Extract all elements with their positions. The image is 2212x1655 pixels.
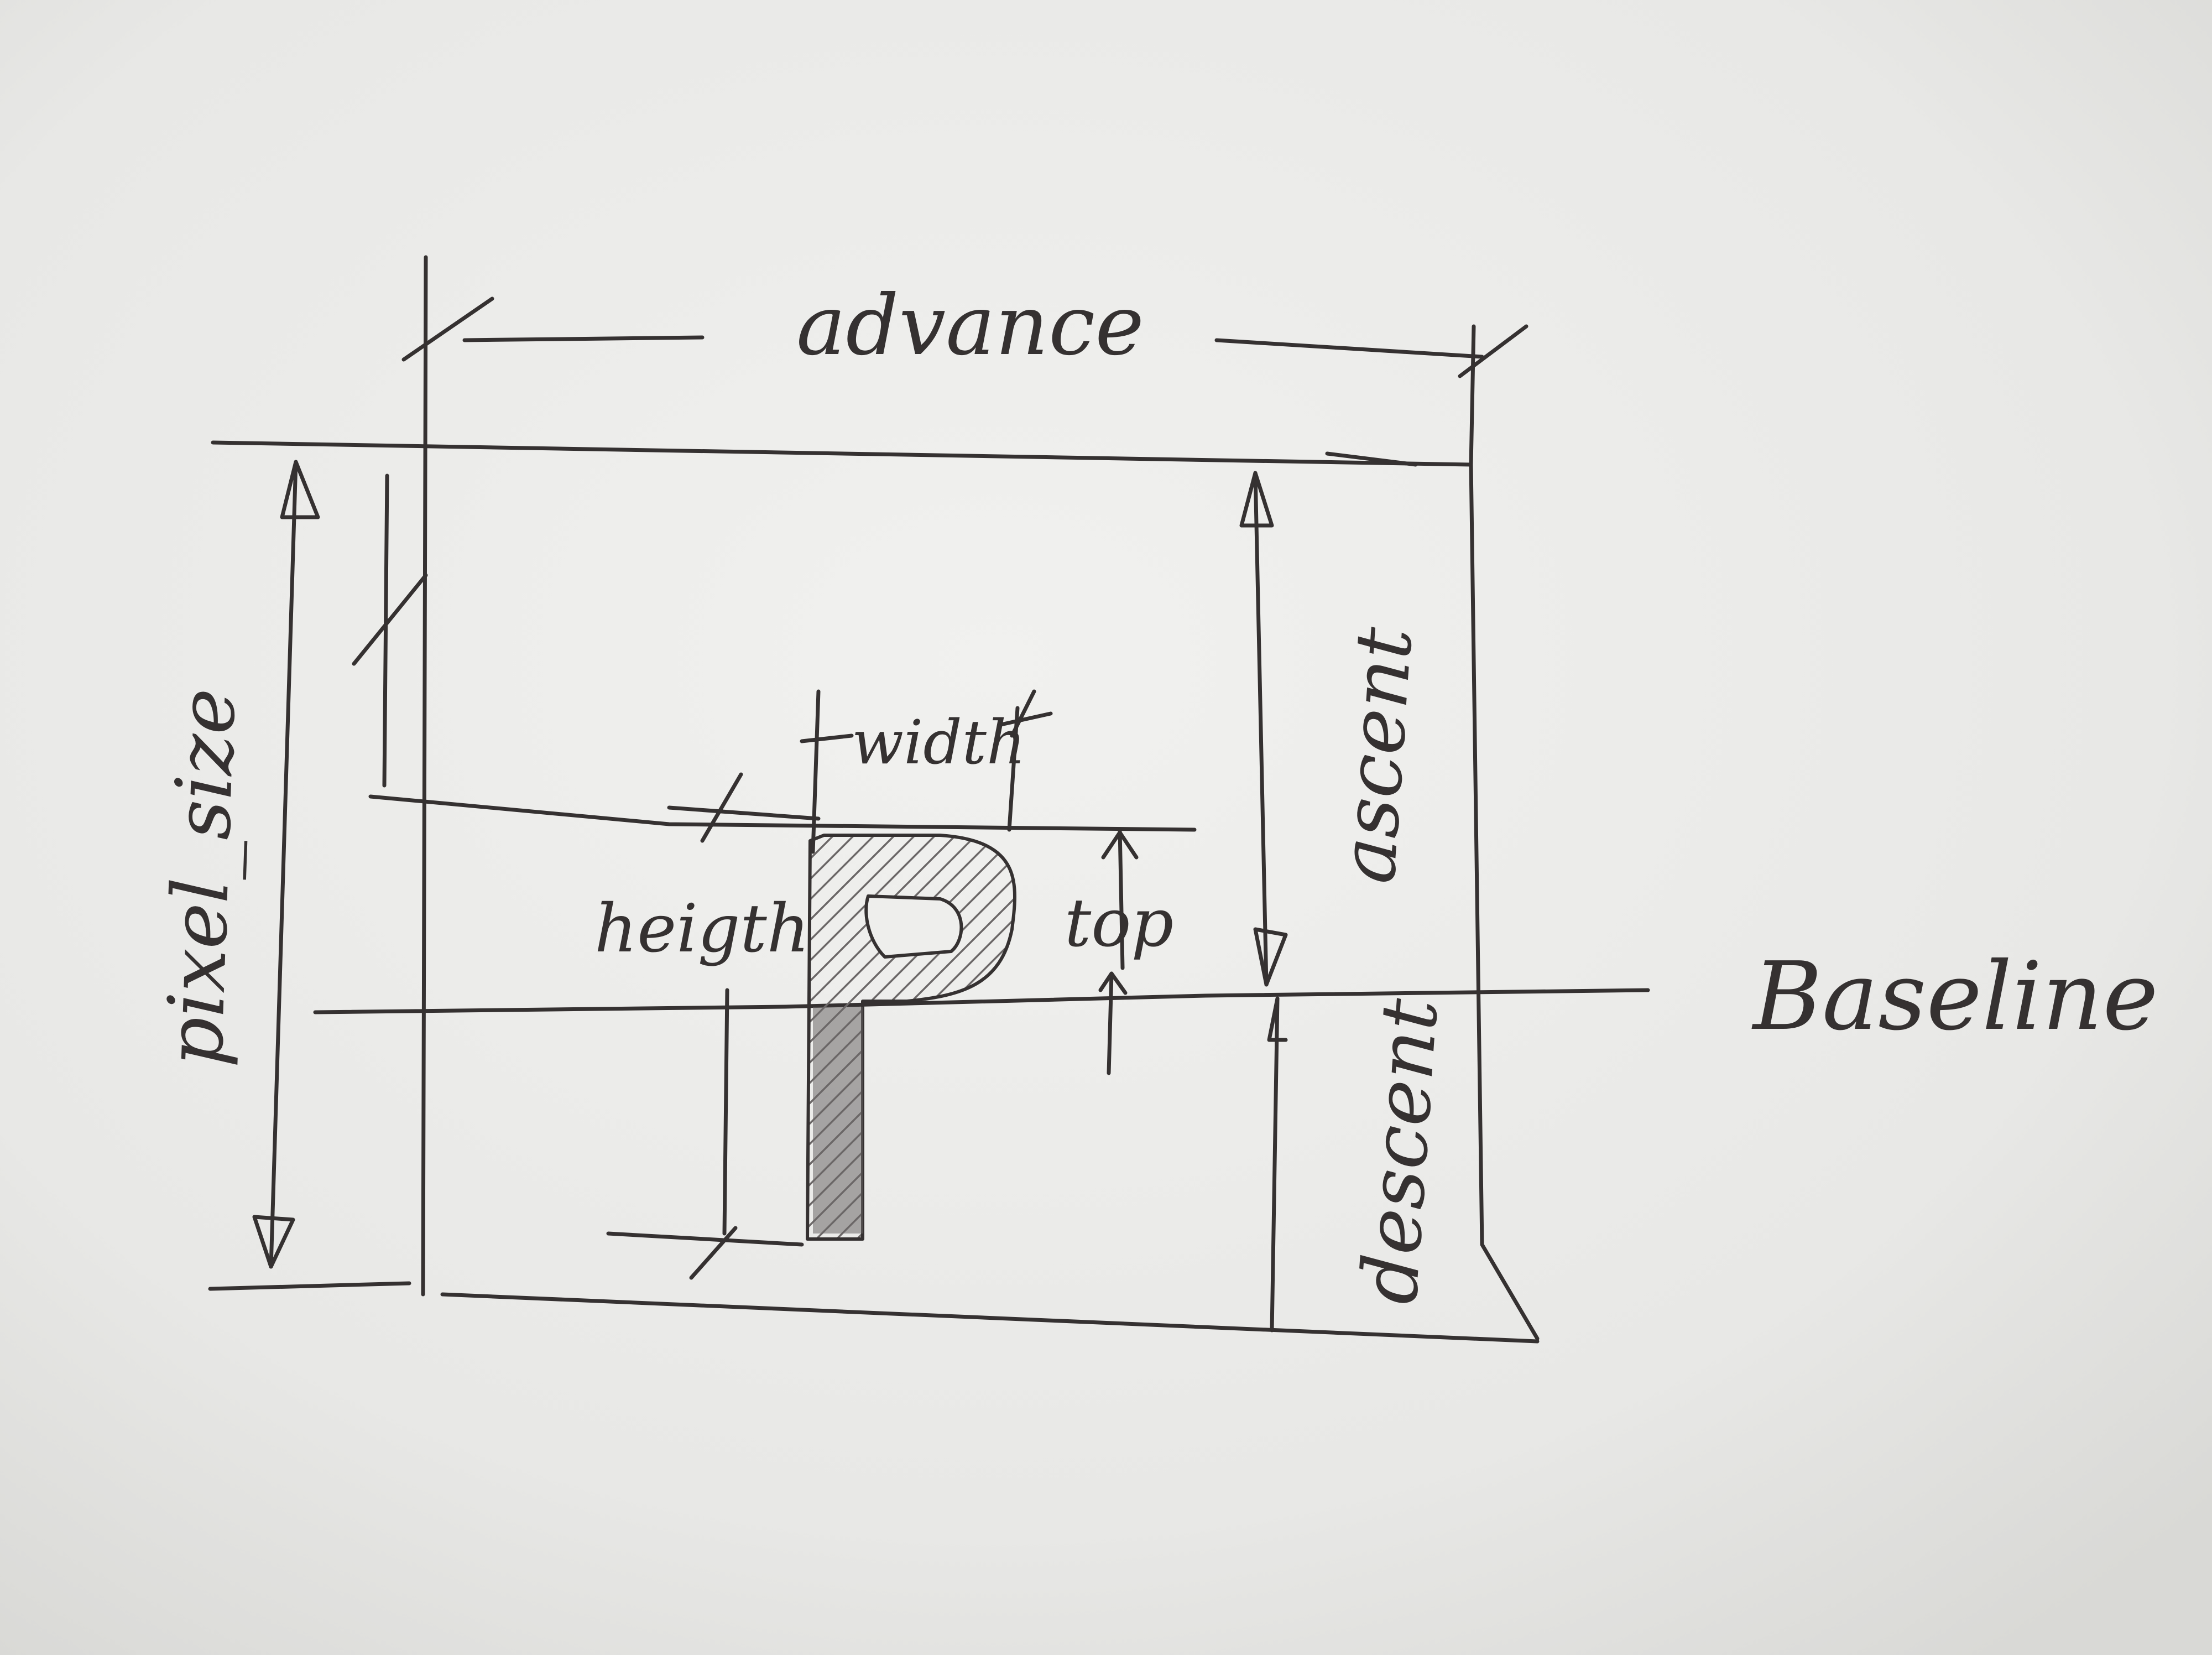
height-vertical-line <box>724 990 727 1234</box>
ascent-label: ascent <box>1322 624 1430 886</box>
box-left-edge <box>423 257 426 1294</box>
advance-label: advance <box>796 278 1144 374</box>
advance-right-extension <box>1471 326 1474 465</box>
top-label: top <box>1065 885 1173 962</box>
width-label: width <box>852 707 1026 778</box>
baseline-label: Baseline <box>1751 942 2158 1052</box>
height-label: heigth <box>594 891 810 967</box>
inner-vertical-line <box>384 476 387 785</box>
pixel-size-label: pixel_size <box>150 687 253 1068</box>
glyph-p-stem-fill <box>813 1007 863 1234</box>
